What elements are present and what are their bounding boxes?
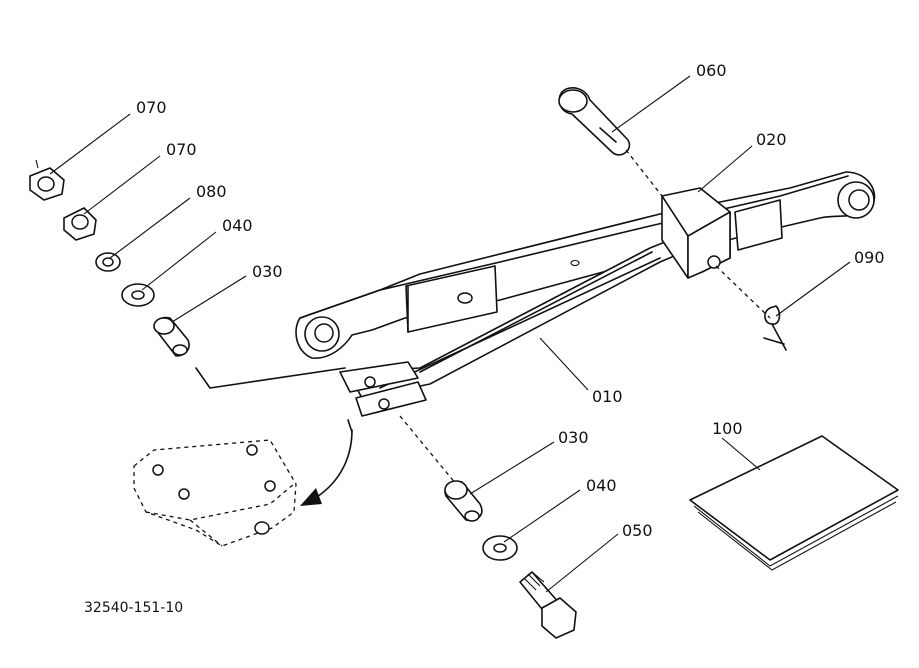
clamp-block xyxy=(661,187,731,279)
lower-parts-stack xyxy=(399,415,577,639)
label-070-top: 070 xyxy=(136,98,167,117)
label-030-upper: 030 xyxy=(252,262,283,281)
label-070-second: 070 xyxy=(166,140,197,159)
left-parts-stack xyxy=(29,159,346,389)
label-060: 060 xyxy=(696,61,727,80)
label-030-lower: 030 xyxy=(558,428,589,447)
label-100: 100 xyxy=(712,419,743,438)
label-080: 080 xyxy=(196,182,227,201)
leader-lines xyxy=(49,75,851,593)
manual-booklet xyxy=(689,435,899,571)
drawing-number: 32540-151-10 xyxy=(84,600,183,616)
label-040-lower: 040 xyxy=(586,476,617,495)
label-020: 020 xyxy=(756,130,787,149)
label-090: 090 xyxy=(854,248,885,267)
lower-link-arm xyxy=(295,171,876,359)
mounting-bracket xyxy=(133,419,353,547)
clip-090 xyxy=(763,305,787,351)
label-050: 050 xyxy=(622,521,653,540)
pin-060 xyxy=(558,87,663,197)
label-010: 010 xyxy=(592,387,623,406)
label-040-upper: 040 xyxy=(222,216,253,235)
